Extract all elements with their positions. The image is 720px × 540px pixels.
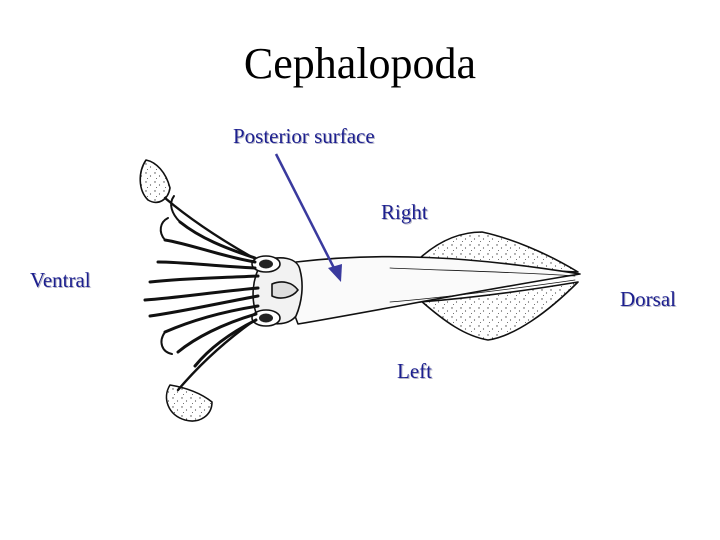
tentacle-lower bbox=[178, 322, 252, 390]
label-right: Right bbox=[381, 202, 428, 223]
label-ventral: Ventral bbox=[30, 270, 91, 291]
label-dorsal: Dorsal bbox=[620, 289, 676, 310]
label-left: Left bbox=[397, 361, 432, 382]
tentacle-club-upper bbox=[140, 160, 170, 202]
label-posterior-surface: Posterior surface bbox=[233, 126, 375, 147]
squid-illustration bbox=[140, 160, 580, 421]
tentacle-upper bbox=[165, 198, 250, 256]
tentacle-club-lower bbox=[166, 385, 212, 421]
